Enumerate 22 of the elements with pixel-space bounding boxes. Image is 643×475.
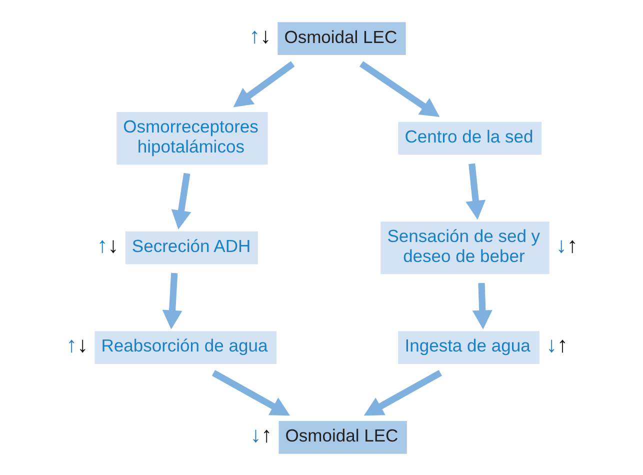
- arrow: [211, 369, 290, 416]
- node-label: ↓↑: [546, 331, 568, 356]
- node-box: Reabsorción de agua: [94, 330, 276, 364]
- node-label: ↓↑: [555, 232, 578, 257]
- node-label: ↓↑: [250, 421, 272, 446]
- arrow: [465, 162, 486, 220]
- arrow: [162, 272, 182, 329]
- node-label: ↑↓: [248, 22, 271, 48]
- node-box: Osmoidal LEC: [277, 22, 406, 55]
- node-box: Osmoidal LEC: [278, 420, 406, 454]
- node-box: Centro de la sed: [398, 121, 542, 154]
- node-box: Secreción ADH: [124, 230, 258, 264]
- arrow: [232, 60, 294, 107]
- arrow: [358, 60, 440, 116]
- arrow: [363, 369, 442, 416]
- node-box: Sensación de sed y deseo de beber: [380, 221, 549, 274]
- node-label: ↑↓: [66, 331, 88, 356]
- node-box: Osmorreceptores hipotalámicos: [116, 112, 268, 164]
- arrow: [170, 172, 191, 230]
- node-label: ↑↓: [96, 232, 118, 257]
- arrow: [472, 282, 492, 329]
- node-box: Ingesta de agua: [398, 330, 539, 364]
